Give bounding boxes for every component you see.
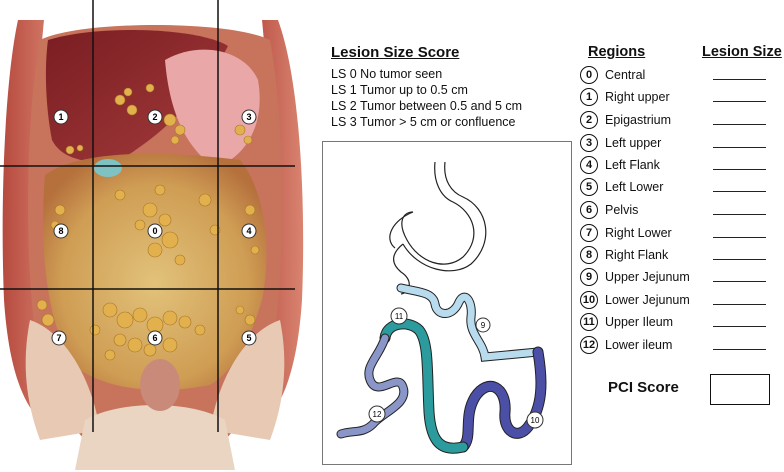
region-row-2: 2 Epigastrium	[580, 109, 671, 131]
region-name: Lower ileum	[605, 338, 672, 352]
region-name: Left upper	[605, 136, 661, 150]
pci-score-box[interactable]	[710, 374, 770, 405]
lesion-size-score-title: Lesion Size Score	[331, 44, 459, 61]
lesion-size-blank-1[interactable]	[713, 101, 766, 102]
region-row-3: 3 Left upper	[580, 132, 661, 154]
lesion-size-blank-8[interactable]	[713, 259, 766, 260]
pci-score-label: PCI Score	[608, 379, 679, 396]
zone-label-8-text: 8	[58, 226, 63, 236]
zone-label-0-text: 0	[152, 226, 157, 236]
zone-label-3-text: 3	[246, 112, 251, 122]
bowel-label-9-text: 9	[481, 321, 486, 330]
zone-label-2-text: 2	[152, 112, 157, 122]
region-name: Lower Jejunum	[605, 293, 690, 307]
regions-header: Regions	[588, 44, 645, 60]
zone-label-3: 3	[242, 110, 256, 124]
region-row-11: 11 Upper Ileum	[580, 311, 673, 333]
region-name: Epigastrium	[605, 113, 671, 127]
lesion-size-blank-4[interactable]	[713, 169, 766, 170]
region-number: 10	[580, 291, 598, 309]
lesion-size-header: Lesion Size	[702, 44, 782, 60]
region-name: Upper Jejunum	[605, 270, 690, 284]
lesion-size-score-list: LS 0 No tumor seen LS 1 Tumor up to 0.5 …	[331, 66, 522, 130]
region-number: 2	[580, 111, 598, 129]
region-name: Right Lower	[605, 226, 672, 240]
zone-label-7: 7	[52, 331, 66, 345]
zone-label-4-text: 4	[246, 226, 251, 236]
region-number: 7	[580, 224, 598, 242]
region-number: 1	[580, 88, 598, 106]
region-name: Left Flank	[605, 158, 660, 172]
ls-item: LS 1 Tumor up to 0.5 cm	[331, 82, 522, 98]
region-row-7: 7 Right Lower	[580, 222, 672, 244]
region-row-9: 9 Upper Jejunum	[580, 266, 690, 288]
region-name: Pelvis	[605, 203, 638, 217]
region-row-1: 1 Right upper	[580, 86, 670, 108]
ls-item: LS 3 Tumor > 5 cm or confluence	[331, 114, 522, 130]
region-number: 5	[580, 178, 598, 196]
zone-label-6-text: 6	[152, 333, 157, 343]
region-number: 0	[580, 66, 598, 84]
lesion-size-blank-3[interactable]	[713, 147, 766, 148]
zone-label-5-text: 5	[246, 333, 251, 343]
region-name: Upper Ileum	[605, 315, 673, 329]
region-row-5: 5 Left Lower	[580, 176, 663, 198]
bowel-label-10: 10	[527, 412, 543, 428]
bowel-label-11-text: 11	[395, 312, 404, 321]
zone-label-8: 8	[54, 224, 68, 238]
zone-label-6: 6	[148, 331, 162, 345]
region-number: 12	[580, 336, 598, 354]
zone-label-7-text: 7	[56, 333, 61, 343]
lesion-size-blank-0[interactable]	[713, 79, 766, 80]
region-name: Right Flank	[605, 248, 668, 262]
bowel-label-9: 9	[476, 318, 490, 332]
region-row-6: 6 Pelvis	[580, 199, 638, 221]
small-bowel-svg: 9 10 11 12	[323, 142, 571, 464]
ls-item: LS 2 Tumor between 0.5 and 5 cm	[331, 98, 522, 114]
lesion-size-blank-10[interactable]	[713, 304, 766, 305]
region-number: 4	[580, 156, 598, 174]
region-number: 6	[580, 201, 598, 219]
region-number: 9	[580, 268, 598, 286]
region-number: 8	[580, 246, 598, 264]
region-number: 11	[580, 313, 598, 331]
lesion-size-blank-7[interactable]	[713, 237, 766, 238]
lesion-size-blank-2[interactable]	[713, 124, 766, 125]
bowel-label-11: 11	[391, 308, 407, 324]
region-row-0: 0 Central	[580, 64, 645, 86]
lesion-size-blank-11[interactable]	[713, 326, 766, 327]
region-row-12: 12 Lower ileum	[580, 334, 672, 356]
region-row-10: 10 Lower Jejunum	[580, 289, 690, 311]
lesion-size-blank-5[interactable]	[713, 191, 766, 192]
abdomen-illustration: 1 2 3 8 0 4 7 6 5	[0, 0, 310, 472]
bowel-label-12-text: 12	[373, 410, 382, 419]
bowel-label-12: 12	[369, 406, 385, 422]
region-name: Left Lower	[605, 180, 663, 194]
zone-label-1-text: 1	[58, 112, 63, 122]
region-name: Central	[605, 68, 645, 82]
zone-label-2: 2	[148, 110, 162, 124]
zone-label-0: 0	[148, 224, 162, 238]
region-row-4: 4 Left Flank	[580, 154, 660, 176]
region-row-8: 8 Right Flank	[580, 244, 668, 266]
lesion-size-blank-9[interactable]	[713, 281, 766, 282]
zone-label-1: 1	[54, 110, 68, 124]
zone-label-4: 4	[242, 224, 256, 238]
region-name: Right upper	[605, 90, 670, 104]
zone-label-5: 5	[242, 331, 256, 345]
ls-item: LS 0 No tumor seen	[331, 66, 522, 82]
region-number: 3	[580, 134, 598, 152]
lesion-size-blank-12[interactable]	[713, 349, 766, 350]
small-bowel-diagram: 9 10 11 12	[322, 141, 572, 465]
bowel-label-10-text: 10	[531, 416, 540, 425]
lesion-size-blank-6[interactable]	[713, 214, 766, 215]
